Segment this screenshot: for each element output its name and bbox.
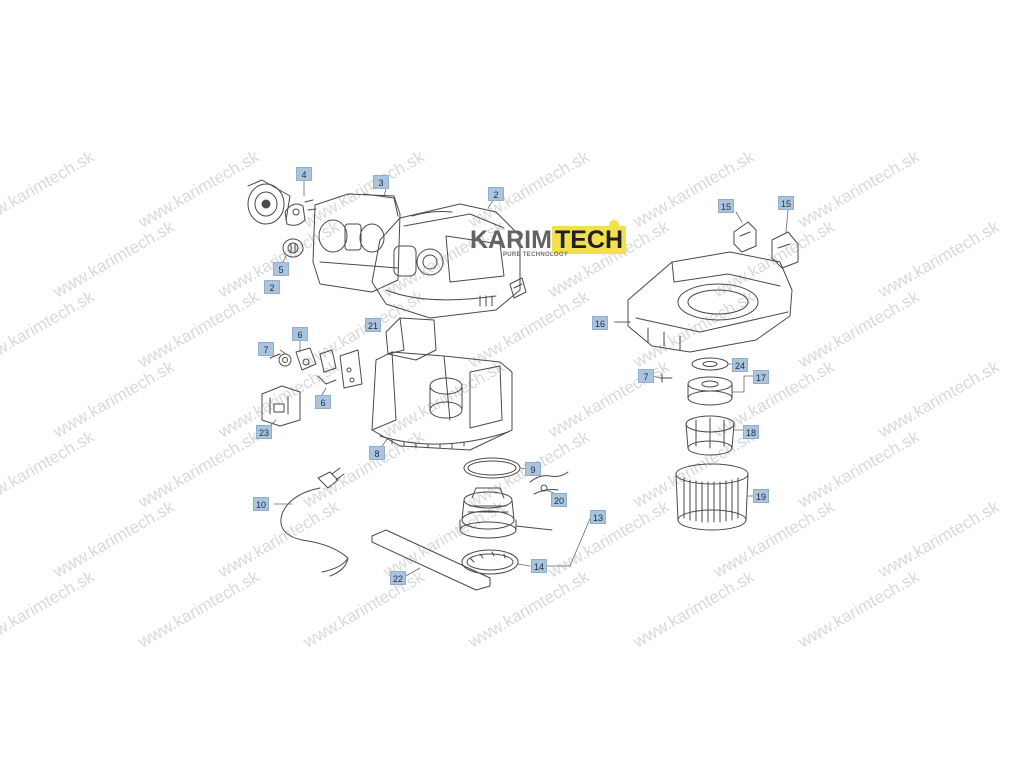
part-19-cartridge-filter [675,463,749,531]
part-24-washer [691,357,729,371]
callout-label: 19 [753,489,769,503]
part-13-motor [459,487,553,539]
callout-label: 20 [551,493,567,507]
callout-label: 7 [638,369,654,383]
part-3-panel-cover [312,193,401,293]
logo-badge-icon [609,220,619,230]
part-9-gasket [463,457,521,479]
callout-label: 23 [256,425,272,439]
part-5-knob [282,238,304,258]
logo-tagline: PURE TECHNOLOGY [503,252,569,258]
callout-label: 2 [488,187,504,201]
part-8-base-housing [371,351,513,451]
part-10-power-cable [280,467,349,577]
callout-label: 17 [753,370,769,384]
part-14-seal-ring [461,549,519,575]
callout-label: 14 [531,559,547,573]
part-4-switch-socket [247,179,317,226]
part-6-switch-assembly [269,347,363,389]
callout-label: 8 [369,446,385,460]
callout-label: 18 [743,425,759,439]
callout-label: 4 [296,167,312,181]
callout-label: 3 [373,175,389,189]
part-22-strip [371,529,491,591]
callout-label: 15 [778,196,794,210]
callout-label: 22 [390,571,406,585]
callout-label: 10 [253,497,269,511]
part-15-clips [733,221,799,269]
part-clip [509,277,527,299]
callout-label: 13 [590,510,606,524]
logo-word-1: KARIM [470,226,552,254]
callout-label: 5 [273,262,289,276]
callout-label: 6 [315,395,331,409]
part-16-basket-housing [615,251,793,353]
part-23-bracket [261,385,301,427]
callout-label: 24 [732,358,748,372]
part-17-filter-disc [687,376,733,406]
part-2-top-housing [371,203,521,319]
logo-word-2: TECH [551,226,626,254]
callout-label: 7 [258,342,274,356]
part-18-filter-cage [685,415,735,456]
callout-label: 21 [365,318,381,332]
callout-label: 6 [292,327,308,341]
callout-label: 15 [718,199,734,213]
callout-label: 16 [592,316,608,330]
part-7-screw [659,373,673,383]
callout-label: 2 [264,280,280,294]
callout-label: 9 [525,462,541,476]
